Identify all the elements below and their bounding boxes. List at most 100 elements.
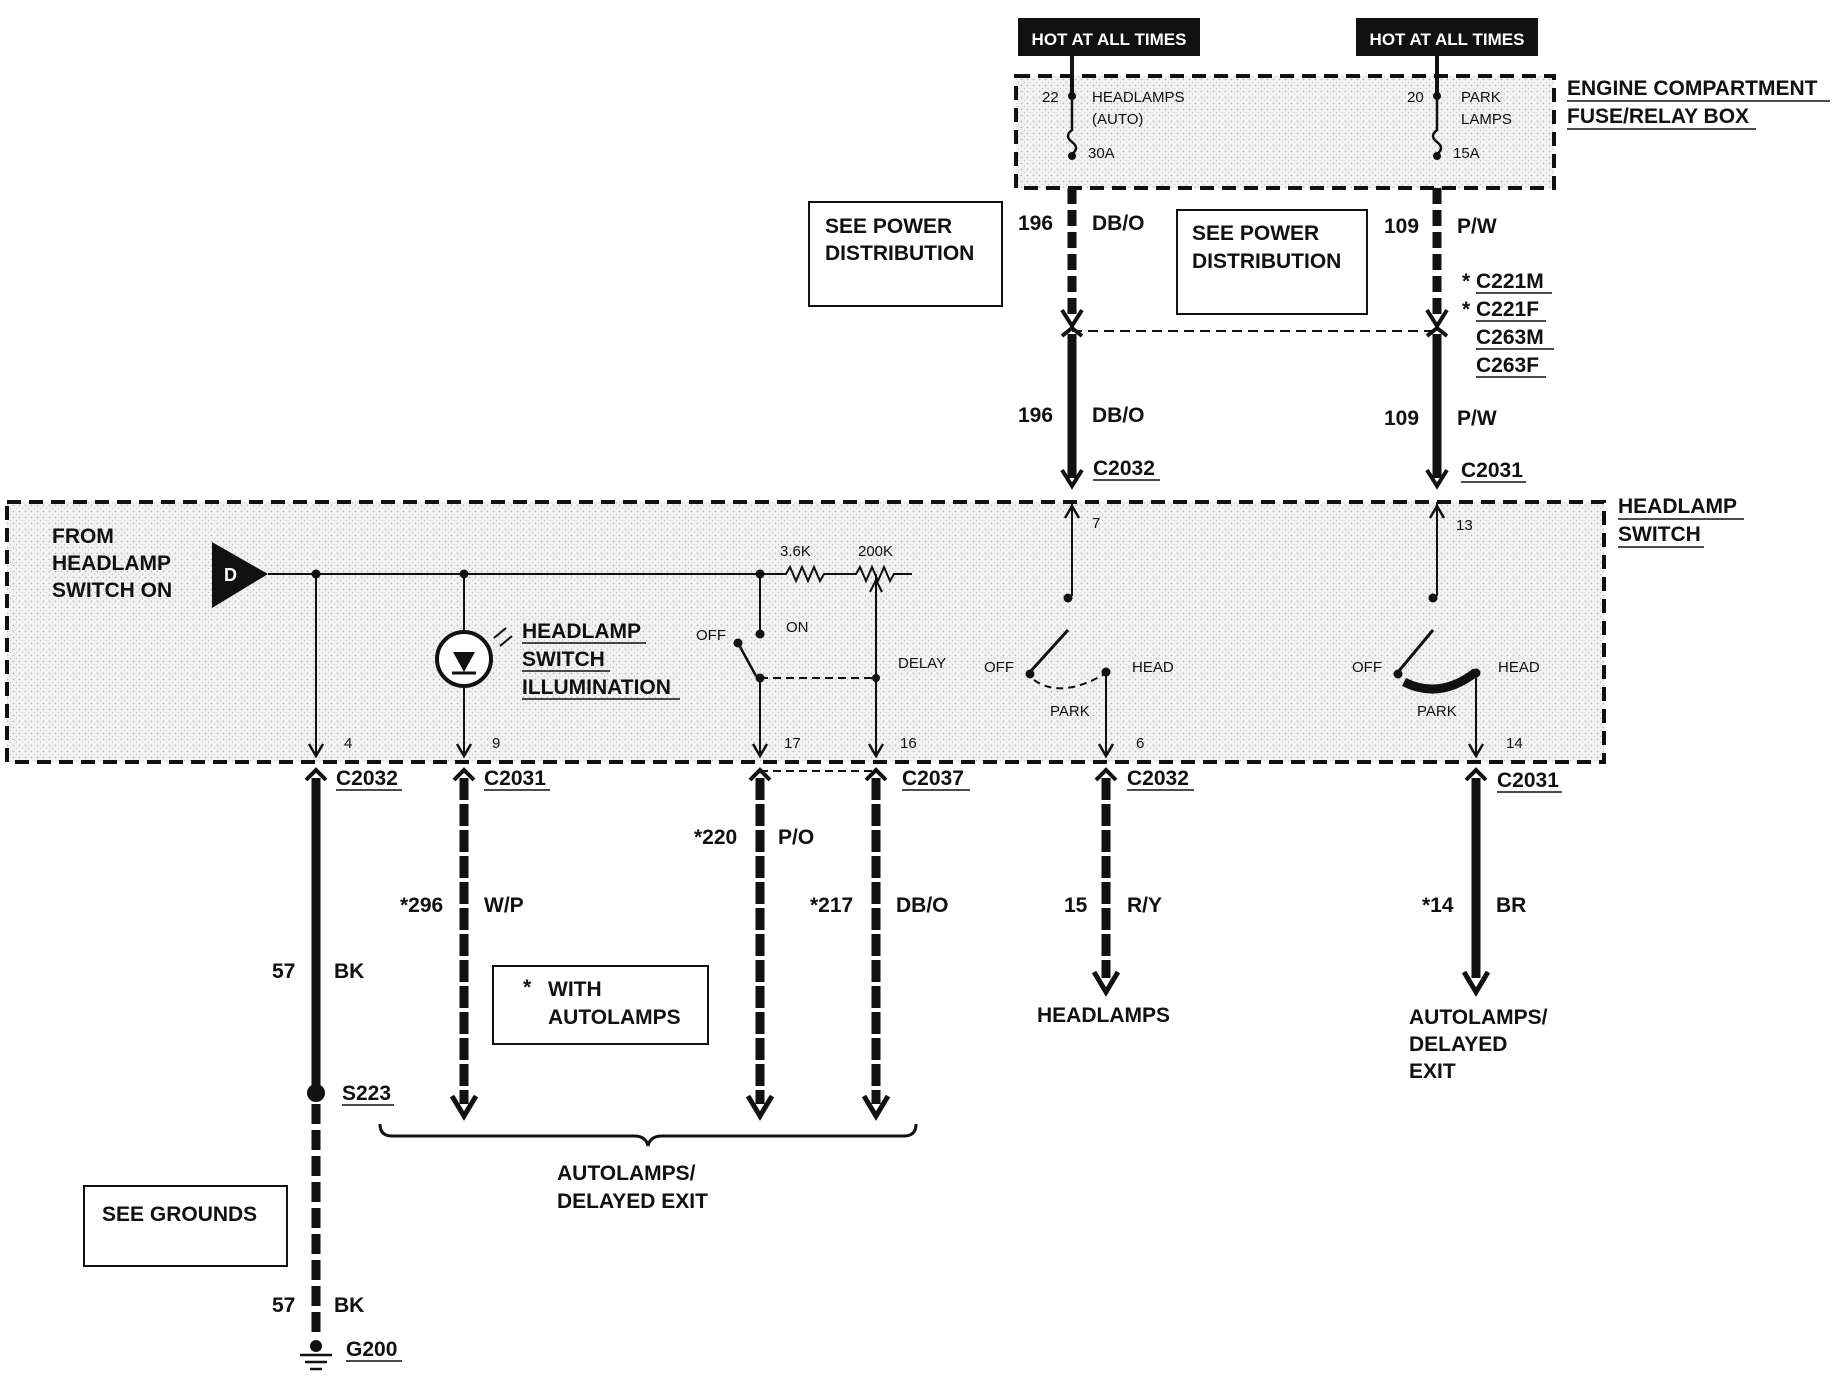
destination-headlamps: HEADLAMPS bbox=[1037, 1004, 1170, 1027]
svg-text:W/P: W/P bbox=[484, 894, 524, 917]
splice-s223: S223 57 BK bbox=[272, 1082, 394, 1336]
svg-text:EXIT: EXIT bbox=[1409, 1060, 1456, 1083]
svg-text:C2031: C2031 bbox=[484, 767, 546, 790]
connector-c2031-top: C2031 bbox=[1461, 459, 1523, 482]
svg-text:C2032: C2032 bbox=[1127, 767, 1189, 790]
svg-text:(AUTO): (AUTO) bbox=[1092, 111, 1143, 128]
svg-text:SWITCH ON: SWITCH ON bbox=[52, 579, 172, 602]
svg-text:196: 196 bbox=[1018, 404, 1053, 427]
autolamps-bracket bbox=[378, 1123, 918, 1147]
inline-connectors: * C221M * C221F C263M C263F bbox=[1462, 270, 1554, 378]
ground-g200: G200 bbox=[346, 1338, 397, 1361]
svg-text:SEE GROUNDS: SEE GROUNDS bbox=[102, 1203, 257, 1226]
svg-text:*: * bbox=[1462, 270, 1471, 293]
svg-text:D: D bbox=[224, 565, 237, 585]
lower-connector-labels: C2032 C2031 C2037 C2032 C2031 bbox=[336, 767, 1562, 793]
hot-label-left: HOT AT ALL TIMES bbox=[1018, 18, 1200, 56]
wire-196-middle: 196 DB/O C2032 bbox=[1018, 325, 1160, 490]
svg-text:200K: 200K bbox=[858, 543, 893, 560]
wire-196-upper: 196 DB/O bbox=[1018, 188, 1145, 330]
wire-220-po: *220 P/O bbox=[694, 778, 814, 1121]
svg-text:DB/O: DB/O bbox=[1092, 212, 1145, 235]
svg-text:OFF: OFF bbox=[1352, 659, 1382, 676]
connector-c2032-top: C2032 bbox=[1093, 457, 1155, 480]
wire-217-dbo: *217 DB/O bbox=[810, 778, 949, 1121]
svg-text:AUTOLAMPS/: AUTOLAMPS/ bbox=[557, 1162, 696, 1185]
see-grounds-box[interactable]: SEE GROUNDS bbox=[83, 1185, 288, 1267]
svg-text:HEADLAMP: HEADLAMP bbox=[52, 552, 171, 575]
svg-text:*296: *296 bbox=[400, 894, 443, 917]
svg-text:3.6K: 3.6K bbox=[780, 543, 811, 560]
svg-text:*: * bbox=[523, 976, 532, 999]
headlamp-switch-title-1: HEADLAMP bbox=[1618, 495, 1737, 518]
svg-text:AUTOLAMPS/: AUTOLAMPS/ bbox=[1409, 1006, 1548, 1029]
svg-text:DELAYED EXIT: DELAYED EXIT bbox=[557, 1190, 708, 1213]
svg-text:DELAYED: DELAYED bbox=[1409, 1033, 1507, 1056]
svg-text:HEADLAMPS: HEADLAMPS bbox=[1092, 89, 1185, 106]
svg-text:57: 57 bbox=[272, 960, 295, 983]
svg-text:HEAD: HEAD bbox=[1498, 659, 1540, 676]
wire-296-wp: *296 W/P bbox=[400, 778, 524, 1121]
svg-text:S223: S223 bbox=[342, 1082, 391, 1105]
svg-text:PARK: PARK bbox=[1050, 703, 1090, 720]
svg-text:DB/O: DB/O bbox=[896, 894, 949, 917]
svg-text:P/O: P/O bbox=[778, 826, 814, 849]
hot-label-right: HOT AT ALL TIMES bbox=[1356, 18, 1538, 56]
svg-text:DB/O: DB/O bbox=[1092, 404, 1145, 427]
svg-text:16: 16 bbox=[900, 735, 917, 752]
svg-text:OFF: OFF bbox=[696, 627, 726, 644]
svg-text:*220: *220 bbox=[694, 826, 737, 849]
see-power-distribution-right[interactable]: SEE POWER DISTRIBUTION bbox=[1176, 209, 1368, 315]
svg-text:ON: ON bbox=[786, 619, 809, 636]
svg-text:HOT AT ALL TIMES: HOT AT ALL TIMES bbox=[1032, 30, 1187, 49]
svg-text:109: 109 bbox=[1384, 215, 1419, 238]
svg-text:P/W: P/W bbox=[1457, 215, 1497, 238]
wire-109-middle: 109 P/W C2031 bbox=[1384, 325, 1526, 490]
svg-text:C263M: C263M bbox=[1476, 326, 1544, 349]
svg-text:C263F: C263F bbox=[1476, 354, 1539, 377]
svg-text:BR: BR bbox=[1496, 894, 1526, 917]
svg-text:17: 17 bbox=[784, 735, 801, 752]
wire-57-bk: 57 BK bbox=[272, 778, 364, 1090]
svg-text:ILLUMINATION: ILLUMINATION bbox=[522, 676, 671, 699]
see-power-distribution-left[interactable]: SEE POWER DISTRIBUTION bbox=[808, 201, 1003, 307]
svg-text:HEADLAMP: HEADLAMP bbox=[522, 620, 641, 643]
ground-symbol: G200 bbox=[300, 1338, 402, 1371]
svg-text:HOT AT ALL TIMES: HOT AT ALL TIMES bbox=[1370, 30, 1525, 49]
with-autolamps-note: * WITH AUTOLAMPS bbox=[492, 965, 709, 1045]
svg-text:WITH: WITH bbox=[548, 978, 602, 1001]
svg-text:PARK: PARK bbox=[1417, 703, 1457, 720]
svg-text:C2037: C2037 bbox=[902, 767, 964, 790]
svg-text:SEE POWER: SEE POWER bbox=[825, 215, 952, 238]
svg-text:57: 57 bbox=[272, 1294, 295, 1317]
svg-text:14: 14 bbox=[1506, 735, 1523, 752]
svg-text:196: 196 bbox=[1018, 212, 1053, 235]
svg-text:HEAD: HEAD bbox=[1132, 659, 1174, 676]
svg-text:*217: *217 bbox=[810, 894, 853, 917]
fuse-relay-box: ENGINE COMPARTMENT FUSE/RELAY BOX 22 HEA… bbox=[1014, 56, 1830, 190]
connector-caps bbox=[304, 767, 1488, 782]
wire-15-ry: 15 R/Y HEADLAMPS bbox=[1037, 778, 1170, 1027]
svg-text:22: 22 bbox=[1042, 89, 1059, 106]
svg-text:15: 15 bbox=[1064, 894, 1088, 917]
svg-text:OFF: OFF bbox=[984, 659, 1014, 676]
svg-text:LAMPS: LAMPS bbox=[1461, 111, 1512, 128]
svg-text:30A: 30A bbox=[1088, 145, 1115, 162]
svg-text:*14: *14 bbox=[1422, 894, 1454, 917]
svg-text:AUTOLAMPS: AUTOLAMPS bbox=[548, 1006, 681, 1029]
svg-text:BK: BK bbox=[334, 1294, 364, 1317]
fuse-box-title-2: FUSE/RELAY BOX bbox=[1567, 105, 1749, 128]
svg-text:13: 13 bbox=[1456, 517, 1473, 534]
svg-text:C2032: C2032 bbox=[336, 767, 398, 790]
svg-text:SWITCH: SWITCH bbox=[522, 648, 605, 671]
svg-text:C221M: C221M bbox=[1476, 270, 1544, 293]
svg-text:R/Y: R/Y bbox=[1127, 894, 1162, 917]
svg-text:6: 6 bbox=[1136, 735, 1144, 752]
svg-text:15A: 15A bbox=[1453, 145, 1480, 162]
svg-text:DELAY: DELAY bbox=[898, 655, 946, 672]
svg-text:SEE POWER: SEE POWER bbox=[1192, 222, 1319, 245]
svg-text:BK: BK bbox=[334, 960, 364, 983]
svg-text:DISTRIBUTION: DISTRIBUTION bbox=[825, 242, 974, 265]
svg-text:FROM: FROM bbox=[52, 525, 114, 548]
